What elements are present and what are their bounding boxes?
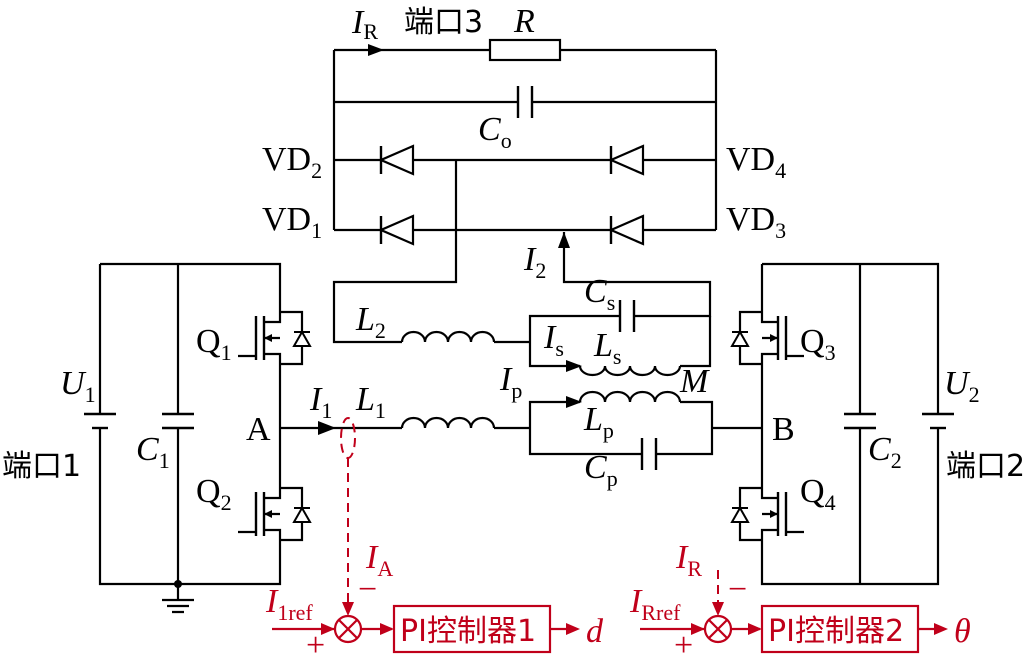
arrow-ir <box>368 44 384 56</box>
label-vd3: VD3 <box>726 201 786 243</box>
label-q1: Q1 <box>196 323 232 365</box>
label-l1: L1 <box>355 381 386 423</box>
label-port3: 端口3 <box>404 5 483 40</box>
minus-sign-2: − <box>728 571 747 608</box>
summing-junction-2 <box>703 614 733 644</box>
pi-controller-1-label: PI控制器1 <box>400 614 536 649</box>
diode-vd3 <box>609 214 645 246</box>
label-lp: Lp <box>583 401 614 443</box>
arrow-is <box>566 360 582 372</box>
label-vd2: VD2 <box>262 141 322 183</box>
label-l2: L2 <box>355 301 386 343</box>
label-ls: Ls <box>593 327 621 369</box>
l1-coil <box>400 416 496 429</box>
l2-coil <box>400 330 496 343</box>
label-u1: U1 <box>60 365 96 407</box>
pi-controller-2-label: PI控制器2 <box>768 614 904 649</box>
label-q3: Q3 <box>800 323 836 365</box>
label-i2: I2 <box>523 241 546 283</box>
label-is: Is <box>543 319 564 361</box>
label-c2: C2 <box>868 431 902 473</box>
label-i1: I1 <box>309 381 332 423</box>
mosfet-q2 <box>238 468 312 566</box>
sense-arrow-ia <box>342 602 354 616</box>
right-bus <box>760 262 940 586</box>
left-bus <box>98 262 282 586</box>
label-vd1: VD1 <box>262 201 322 243</box>
label-q4: Q4 <box>800 473 836 515</box>
label-ir-measured: IR <box>675 539 702 581</box>
label-port1: 端口1 <box>2 449 81 484</box>
diode-vd1 <box>379 214 415 246</box>
ls-wire-right <box>680 316 712 368</box>
ls-coil <box>578 365 682 377</box>
mosfet-q1 <box>238 290 312 388</box>
minus-sign-1: − <box>358 571 377 608</box>
sense-arrow-ir <box>712 602 724 616</box>
label-port2: 端口2 <box>946 449 1025 484</box>
resistor-r <box>488 38 562 62</box>
secondary-wire-mid <box>494 232 712 368</box>
label-co: Co <box>478 111 512 153</box>
lp-coil <box>578 390 682 403</box>
label-cs: Cs <box>584 273 615 315</box>
label-irref: IRref <box>629 583 681 625</box>
arrow-i2 <box>558 232 570 248</box>
current-sensor-ellipse <box>340 417 356 459</box>
label-m: M <box>679 363 710 400</box>
label-cp: Cp <box>584 449 618 491</box>
label-vd4: VD4 <box>726 141 786 183</box>
output-theta: θ <box>954 613 971 650</box>
arrow-ip <box>566 396 582 408</box>
label-b: B <box>772 411 795 448</box>
primary-wire-mid <box>494 400 762 456</box>
summing-junction-1 <box>333 614 363 644</box>
label-ip: Ip <box>499 361 522 403</box>
label-ia: IA <box>365 539 393 581</box>
port3-top-wire <box>332 48 718 230</box>
arrow-i1 <box>318 421 336 435</box>
label-c1: C1 <box>136 431 170 473</box>
plus-sign-2: + <box>674 627 693 656</box>
ground-symbol <box>162 584 194 614</box>
output-d: d <box>586 613 604 650</box>
label-q2: Q2 <box>196 473 232 515</box>
label-i1ref: I1ref <box>265 583 313 625</box>
secondary-wire-left <box>332 160 458 344</box>
diode-vd2 <box>379 144 415 176</box>
plus-sign-1: + <box>306 627 325 656</box>
diode-vd4 <box>609 144 645 176</box>
label-u2: U2 <box>944 365 980 407</box>
mosfet-q3 <box>730 290 804 388</box>
label-r: R <box>513 3 535 40</box>
label-a: A <box>246 411 271 448</box>
label-ir: IR <box>351 4 378 44</box>
mosfet-q4 <box>730 468 804 566</box>
